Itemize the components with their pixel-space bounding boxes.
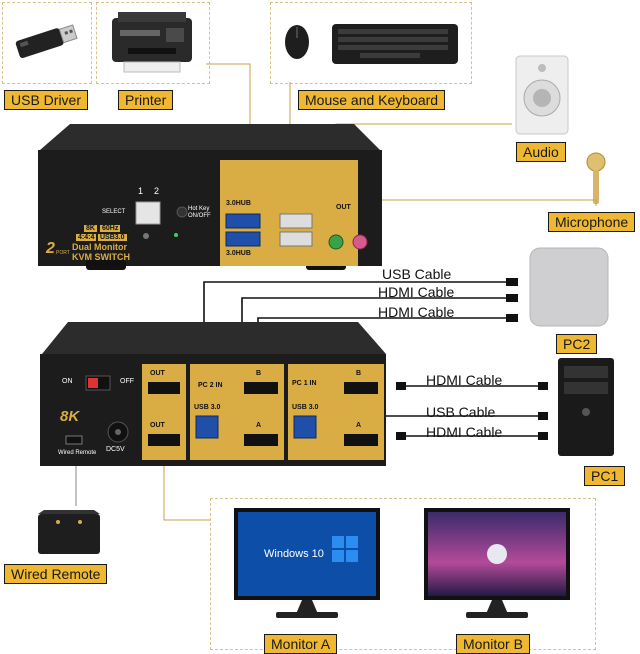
back-badge-8k: 8K — [60, 408, 80, 425]
back-on-text: ON — [62, 378, 73, 385]
pc1-tower-icon — [558, 358, 614, 456]
back-b-left-text: B — [256, 370, 262, 377]
keyboard-icon — [332, 24, 458, 64]
front-spec-60hz: 60Hz — [100, 225, 121, 232]
monitors-frame — [210, 498, 596, 650]
mouse-keyboard-label: Mouse and Keyboard — [298, 90, 446, 110]
wired-remote-icon — [38, 510, 100, 554]
back-pc2-prefix: PC — [198, 382, 208, 389]
hdmi-cable-top2-text: HDMI Cable — [378, 304, 455, 320]
front-brand-2: 2 — [46, 240, 55, 257]
monitor-b-icon — [424, 508, 570, 618]
back-dc5v-text: DC5V — [106, 446, 125, 453]
back-usb30-left-text: USB 3.0 — [194, 404, 221, 411]
mouse-keyboard-frame — [270, 2, 472, 84]
back-pc2-num: 2 — [209, 382, 214, 389]
hdmi-cable-top1-text: HDMI Cable — [378, 284, 455, 300]
back-a-right-text: A — [356, 422, 362, 429]
back-b-right-text: B — [356, 370, 362, 377]
pc2-label: PC2 — [556, 334, 598, 354]
mouse-icon — [285, 25, 309, 59]
front-spec-444: 4:4:4 — [76, 234, 97, 241]
front-spec-usb: USB3.0 — [98, 234, 127, 241]
monitor-b-label: Monitor B — [456, 634, 530, 654]
back-a-left-text: A — [256, 422, 262, 429]
monitor-a-icon — [234, 508, 380, 618]
hdmi-cable-pc1-1-text: HDMI Cable — [426, 372, 503, 388]
back-pc2-in-text: PC 2 IN — [198, 382, 223, 389]
monitor-a-label: Monitor A — [264, 634, 338, 654]
back-pc1-in-text: PC 1 IN — [292, 380, 317, 387]
back-out-b-text: OUT — [150, 370, 165, 377]
usb-driver-frame — [2, 2, 92, 84]
kvm-back-body — [40, 322, 386, 466]
usb-cable-pc1-text: USB Cable — [426, 404, 496, 420]
microphone-label: Microphone — [548, 212, 636, 232]
monitor-a-screen-text: Windows 10 — [264, 548, 324, 560]
front-port-1: 1 — [138, 186, 144, 196]
front-hub-top: 3.0HUB — [226, 200, 251, 207]
back-usb30-right-text: USB 3.0 — [292, 404, 319, 411]
kvm-back-unit: ON OFF 8K Wired Remote DC5V OUT OUT PC 2… — [38, 320, 388, 470]
printer-label: Printer — [118, 90, 174, 110]
front-badge-8k: 8K — [330, 170, 350, 187]
front-spec-8k: 8K — [84, 225, 97, 232]
back-off-text: OFF — [120, 378, 134, 385]
front-out-text: OUT — [336, 204, 351, 211]
printer-frame — [96, 2, 210, 84]
back-pc2-suffix: IN — [215, 382, 223, 389]
back-out-a-text: OUT — [150, 422, 165, 429]
kvm-front-body — [38, 124, 382, 270]
kvm-front-unit: 8K 1 2 SELECT Hot Key ON/OFF 8K 60Hz 4:4… — [36, 122, 384, 272]
usb-driver-label: USB Driver — [4, 90, 89, 110]
back-pc1-suffix: IN — [309, 380, 317, 387]
back-pc1-num: 1 — [303, 380, 308, 387]
front-port-2: 2 — [154, 186, 160, 196]
back-wired-remote-text: Wired Remote — [58, 450, 97, 456]
audio-label: Audio — [516, 142, 566, 162]
wired-remote-label: Wired Remote — [4, 564, 108, 584]
front-select-text: SELECT — [102, 209, 126, 215]
microphone-icon — [586, 152, 606, 204]
pc2-icon — [529, 247, 609, 327]
printer-icon — [112, 12, 192, 73]
front-title-1: Dual Monitor — [72, 242, 127, 252]
pc1-label: PC1 — [584, 466, 626, 486]
front-hotkey-onoff-text: ON/OFF — [188, 213, 211, 219]
usb-driver-icon — [15, 24, 78, 59]
hdmi-cable-pc1-2-text: HDMI Cable — [426, 424, 503, 440]
front-title-2: KVM SWITCH — [72, 252, 130, 262]
front-brand-port: PORT — [56, 250, 70, 256]
usb-cable-top-text: USB Cable — [382, 266, 452, 282]
back-pc1-prefix: PC — [292, 380, 302, 387]
front-hub-bottom: 3.0HUB — [226, 250, 251, 257]
speaker-icon — [515, 55, 569, 135]
front-hotkey-text: Hot Key — [188, 206, 210, 212]
